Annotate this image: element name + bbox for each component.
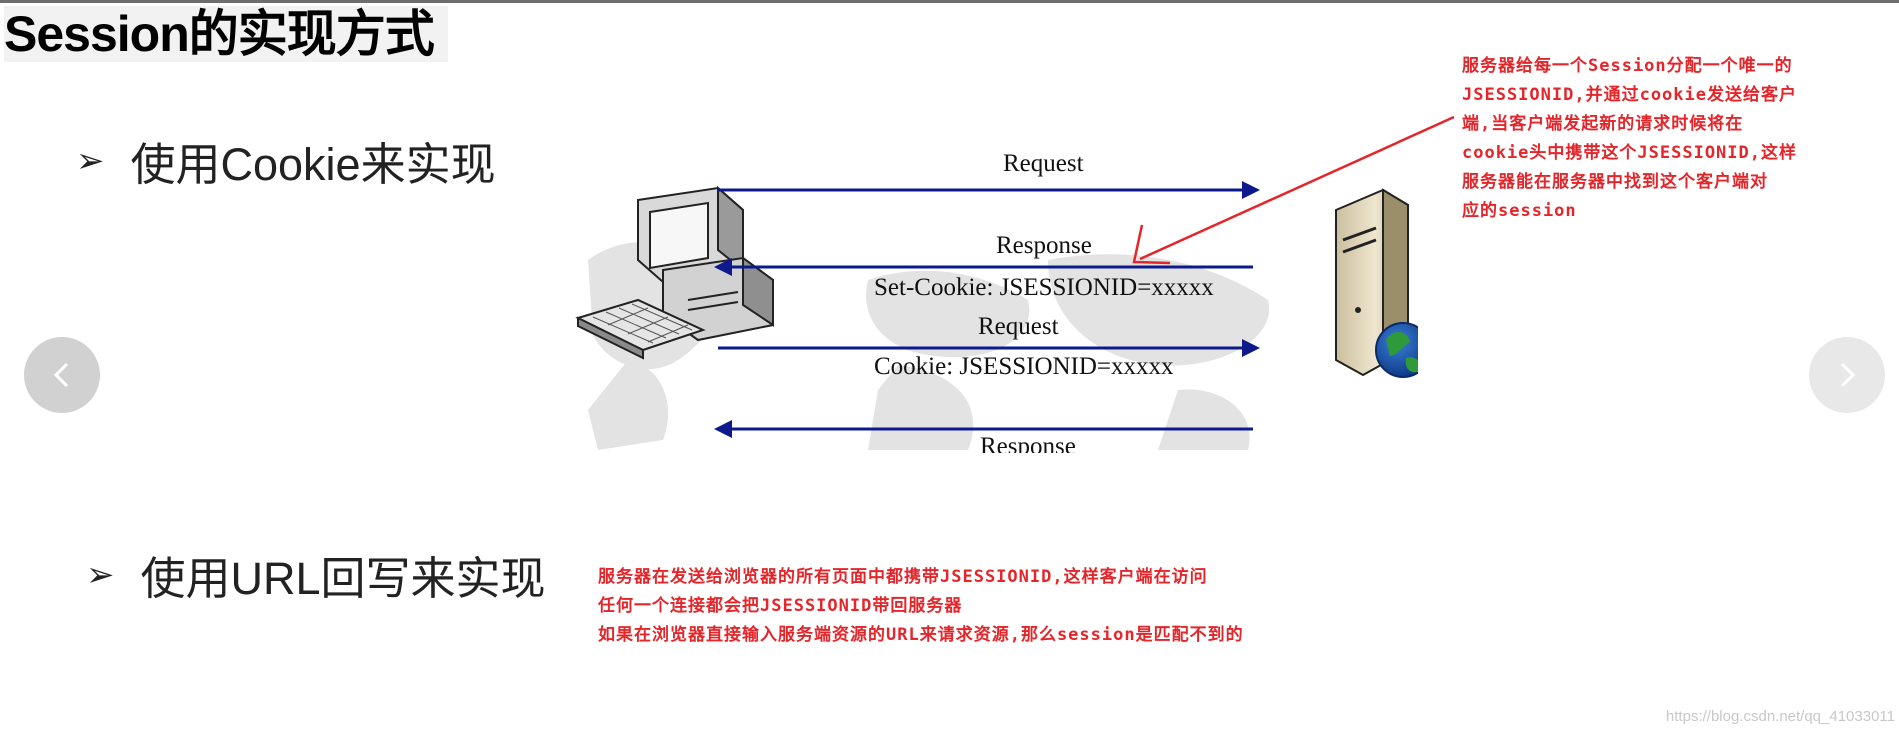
- url-annotation: 服务器在发送给浏览器的所有页面中都携带JSESSIONID,这样客户端在访问 任…: [598, 563, 1244, 650]
- cookie-note-line: 服务器能在服务器中找到这个客户端对: [1462, 172, 1768, 192]
- top-rule: [0, 0, 1899, 3]
- client-computer-icon: [575, 185, 774, 360]
- request-arrow-1: [718, 181, 1260, 199]
- cookie-note-line: JSESSIONID,并通过cookie发送给客户: [1462, 85, 1797, 105]
- session-diagram: Request Response Set-Cookie: JSESSIONID=…: [568, 150, 1418, 455]
- response-label-1: Response: [996, 232, 1092, 259]
- url-note-line: 服务器在发送给浏览器的所有页面中都携带JSESSIONID,这样客户端在访问: [598, 567, 1208, 587]
- bullet-cookie-text: 使用Cookie来实现: [130, 139, 496, 190]
- chevron-right-icon: [1840, 362, 1856, 388]
- annotation-arrow: [1132, 115, 1455, 265]
- request-label-1: Request: [1003, 150, 1084, 177]
- bullet-marker: ➢: [86, 555, 115, 594]
- bullet-cookie: ➢ 使用Cookie来实现: [76, 128, 496, 193]
- response-label-2: Response: [980, 433, 1076, 453]
- url-note-line: 任何一个连接都会把JSESSIONID带回服务器: [598, 596, 963, 616]
- set-cookie-header-label: Set-Cookie: JSESSIONID=xxxxx: [874, 274, 1214, 301]
- watermark: https://blog.csdn.net/qq_41033011: [1665, 708, 1895, 725]
- request-arrow-2: [718, 339, 1260, 357]
- globe-icon: [1375, 322, 1418, 378]
- response-arrow-2: [714, 420, 1253, 438]
- cookie-header-label: Cookie: JSESSIONID=xxxxx: [874, 353, 1174, 380]
- cookie-note-line: 端,当客户端发起新的请求时候将在: [1462, 114, 1744, 134]
- bullet-url-text: 使用URL回写来实现: [140, 553, 546, 604]
- diagram-canvas: [575, 181, 1418, 450]
- next-slide-button[interactable]: [1809, 337, 1885, 413]
- bullet-url: ➢ 使用URL回写来实现: [86, 542, 546, 607]
- chevron-left-icon: [53, 362, 69, 388]
- bullet-marker: ➢: [76, 141, 105, 180]
- previous-slide-button[interactable]: [24, 337, 100, 413]
- request-label-2: Request: [978, 313, 1059, 340]
- slide-title: Session的实现方式: [4, 6, 448, 62]
- cookie-annotation: 服务器给每一个Session分配一个唯一的 JSESSIONID,并通过cook…: [1462, 52, 1892, 226]
- url-note-line: 如果在浏览器直接输入服务端资源的URL来请求资源,那么session是匹配不到的: [598, 625, 1244, 645]
- cookie-note-line: cookie头中携带这个JSESSIONID,这样: [1462, 143, 1797, 163]
- cookie-note-line: 应的session: [1462, 201, 1577, 221]
- cookie-note-line: 服务器给每一个Session分配一个唯一的: [1462, 56, 1793, 76]
- response-arrow-1: [714, 258, 1253, 276]
